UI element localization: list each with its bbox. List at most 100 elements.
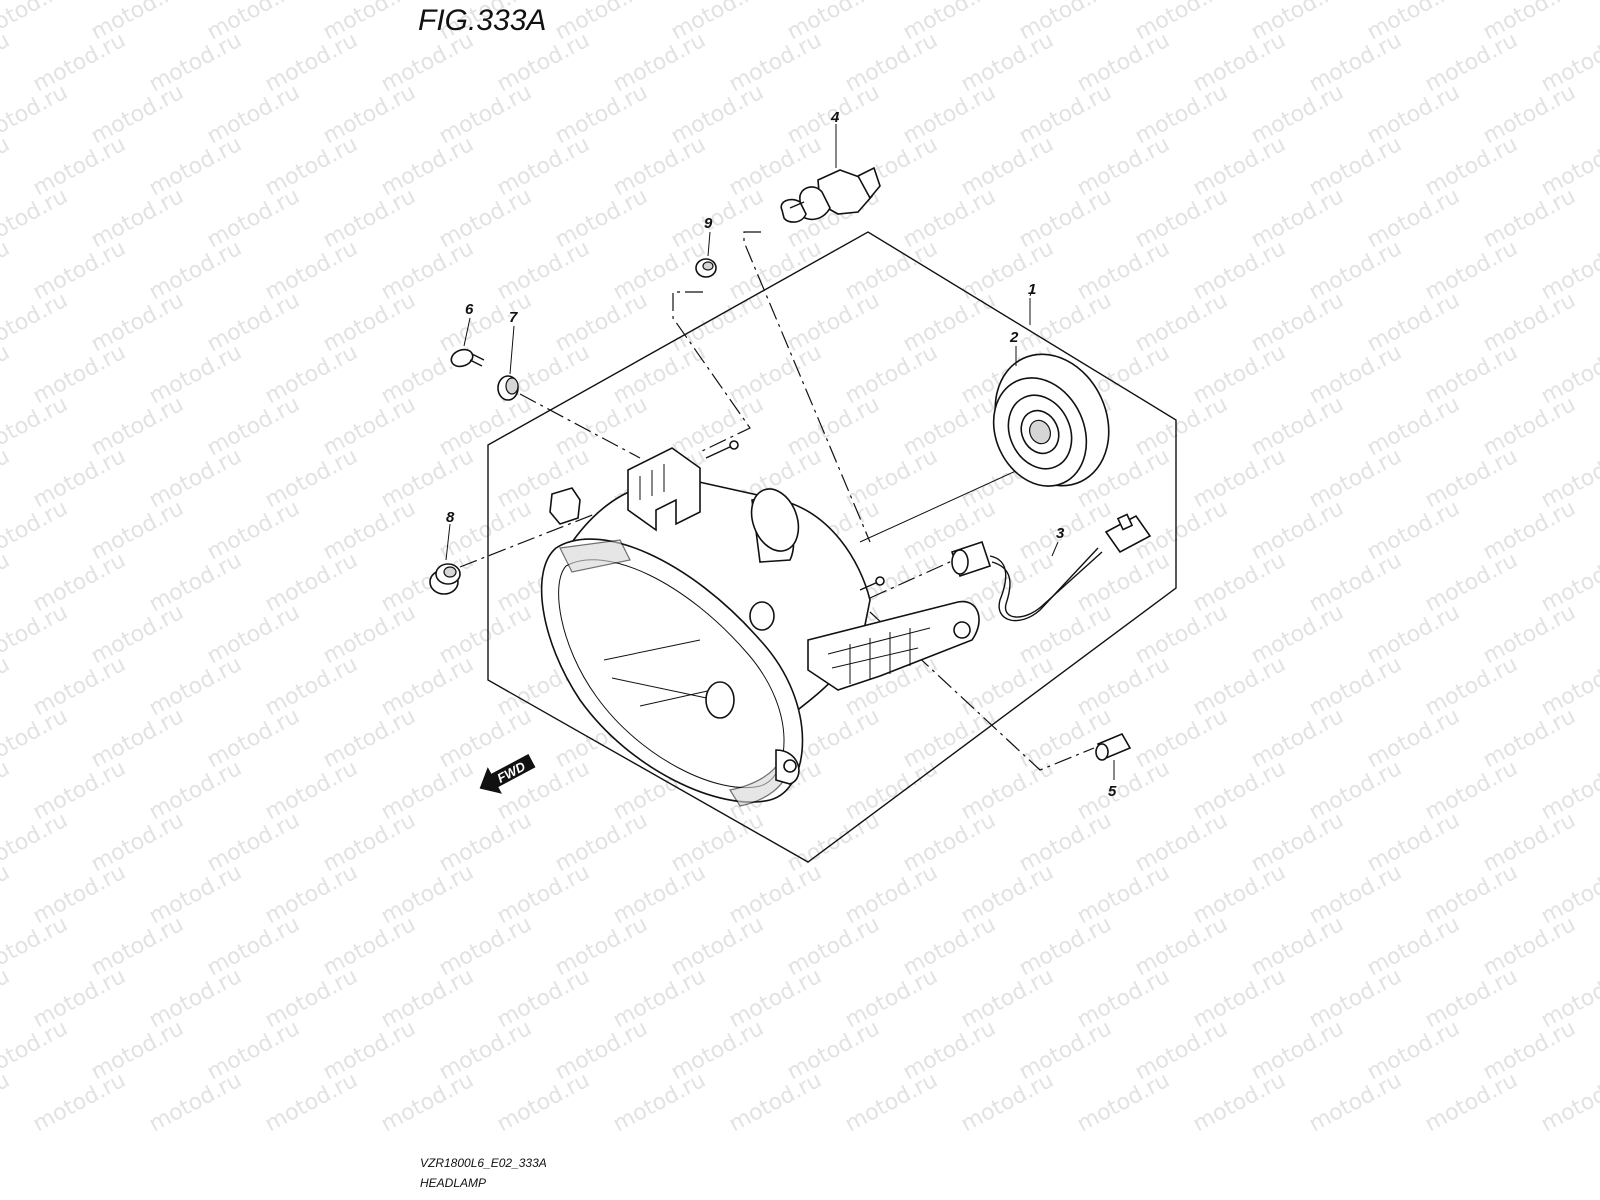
position-bulb [1095, 732, 1132, 761]
watermark-text: motod.ru [1015, 704, 1116, 773]
watermark-text: motod.ru [1073, 132, 1174, 201]
watermark-text: motod.ru [783, 288, 884, 357]
watermark-text: motod.ru [435, 184, 536, 253]
watermark-text: motod.ru [667, 288, 768, 357]
watermark-text: motod.ru [87, 184, 188, 253]
watermark-text: motod.ru [1189, 964, 1290, 1033]
watermark-text: motod.ru [1131, 288, 1232, 357]
watermark-text: motod.ru [1305, 860, 1406, 929]
watermark-text: motod.ru [667, 392, 768, 461]
watermark-text: motod.ru [261, 236, 362, 305]
watermark-text: motod.ru [957, 28, 1058, 97]
watermark-text: motod.ru [551, 912, 652, 981]
watermark-text: motod.ru [29, 132, 130, 201]
watermark-text: motod.ru [29, 236, 130, 305]
callout-5: 5 [1108, 783, 1117, 800]
watermark-text: motod.ru [1421, 444, 1522, 513]
watermark-text: motod.ru [319, 704, 420, 773]
watermark-text: motod.ru [725, 236, 826, 305]
watermark-text: motod.ru [841, 28, 942, 97]
watermark-text: motod.ru [725, 1068, 826, 1137]
callout-8: 8 [446, 509, 455, 526]
watermark-text: motod.ru [29, 548, 130, 617]
callout-4: 4 [830, 109, 840, 126]
watermark-text: motod.ru [0, 756, 14, 825]
watermark-text: motod.ru [667, 912, 768, 981]
watermark-text: motod.ru [957, 964, 1058, 1033]
watermark-text: motod.ru [1363, 392, 1464, 461]
watermark-text: motod.ru [841, 756, 942, 825]
watermark-text: motod.ru [1305, 236, 1406, 305]
watermark-text: motod.ru [1305, 652, 1406, 721]
watermark-text: motod.ru [1479, 392, 1580, 461]
watermark-text: motod.ru [1363, 912, 1464, 981]
watermark-text: motod.ru [725, 28, 826, 97]
watermark-text: motod.ru [377, 28, 478, 97]
watermark-text: motod.ru [29, 756, 130, 825]
watermark-text: motod.ru [377, 652, 478, 721]
watermark-text: motod.ru [493, 860, 594, 929]
watermark-text: motod.ru [1363, 184, 1464, 253]
watermark-text: motod.ru [841, 340, 942, 409]
watermark-text: motod.ru [957, 132, 1058, 201]
watermark-text: motod.ru [1363, 80, 1464, 149]
watermark-text: motod.ru [841, 964, 942, 1033]
watermark-text: motod.ru [1247, 392, 1348, 461]
watermark-text: motod.ru [1189, 756, 1290, 825]
watermark-text: motod.ru [377, 756, 478, 825]
watermark-text: motod.ru [1073, 652, 1174, 721]
watermark-text: motod.ru [0, 444, 14, 513]
watermark-text: motod.ru [435, 1016, 536, 1085]
watermark-text: motod.ru [1189, 548, 1290, 617]
watermark-text: motod.ru [899, 288, 1000, 357]
watermark-text: motod.ru [1363, 600, 1464, 669]
callouts: 1 2 3 4 5 6 7 8 9 [445, 109, 1117, 800]
watermark-text: motod.ru [1421, 28, 1522, 97]
watermark-text: motod.ru [1131, 912, 1232, 981]
watermark-text: motod.ru [1189, 1068, 1290, 1137]
watermark-text: motod.ru [1073, 964, 1174, 1033]
watermark-text: motod.ru [261, 964, 362, 1033]
model-code: VZR1800L6_E02_333A [420, 1156, 547, 1170]
watermark-text: motod.ru [1247, 600, 1348, 669]
watermark-text: motod.ru [1073, 236, 1174, 305]
watermark-text: motod.ru [1479, 184, 1580, 253]
watermark-text: motod.ru [319, 392, 420, 461]
watermark-text: motod.ru [1305, 1068, 1406, 1137]
watermark-text: motod.ru [1421, 1068, 1522, 1137]
watermark-text: motod.ru [1015, 184, 1116, 253]
watermark-text: motod.ru [899, 912, 1000, 981]
watermark-text: motod.ru [1131, 80, 1232, 149]
watermark-text: motod.ru [1363, 704, 1464, 773]
watermark-text: motod.ru [377, 1068, 478, 1137]
watermark-text: motod.ru [203, 808, 304, 877]
assembly-boundary [487, 231, 1177, 863]
socket-harness [950, 513, 1152, 622]
watermark-text: motod.ru [319, 288, 420, 357]
watermark-text: motod.ru [145, 548, 246, 617]
watermark-text: motod.ru [667, 184, 768, 253]
watermark-text: motod.ru [435, 80, 536, 149]
watermark-text: motod.ru [1421, 652, 1522, 721]
watermark-text: motod.ru [725, 340, 826, 409]
watermark-text: motod.ru [841, 1068, 942, 1137]
watermark-text: motod.ru [493, 236, 594, 305]
watermark-text: motod.ru [1363, 288, 1464, 357]
watermark-text: motod.ru [1015, 912, 1116, 981]
watermark-text: motod.ru [1305, 964, 1406, 1033]
watermark-text: motod.ru [1189, 340, 1290, 409]
watermark-text: motod.ru [783, 392, 884, 461]
watermark-text: motod.ru [1363, 1016, 1464, 1085]
watermark-text: motod.ru [261, 132, 362, 201]
watermark-text: motod.ru [145, 756, 246, 825]
watermark-text: motod.ru [1421, 548, 1522, 617]
watermark-text: motod.ru [145, 236, 246, 305]
watermark-text: motod.ru [87, 600, 188, 669]
watermark-text: motod.ru [1073, 756, 1174, 825]
watermark-text: motod.ru [203, 288, 304, 357]
watermark-text: motod.ru [899, 80, 1000, 149]
watermark-text: motod.ru [319, 184, 420, 253]
watermark-text: motod.ru [435, 600, 536, 669]
watermark-text: motod.ru [29, 860, 130, 929]
